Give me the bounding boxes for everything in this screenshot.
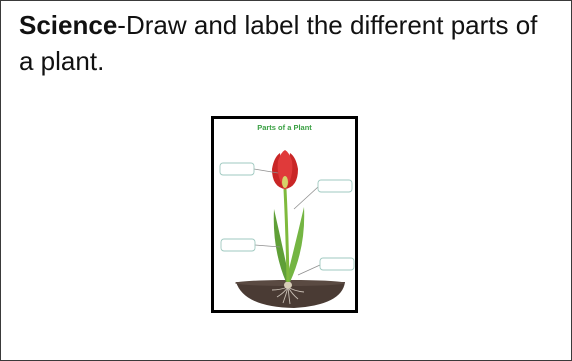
- label-box-3: [221, 239, 255, 251]
- label-box-2: [318, 180, 352, 192]
- label-box-4: [320, 258, 354, 270]
- bulb: [284, 282, 292, 289]
- subject-separator: -: [117, 10, 126, 40]
- leaf-right: [287, 207, 304, 282]
- pistil: [282, 176, 288, 188]
- label-box-1: [220, 163, 254, 175]
- plant-illustration: [214, 119, 355, 310]
- parts-of-a-plant-worksheet: Parts of a Plant: [211, 116, 358, 313]
- subject-label: Science: [19, 10, 117, 40]
- science-instruction: Science-Draw and label the different par…: [19, 7, 559, 79]
